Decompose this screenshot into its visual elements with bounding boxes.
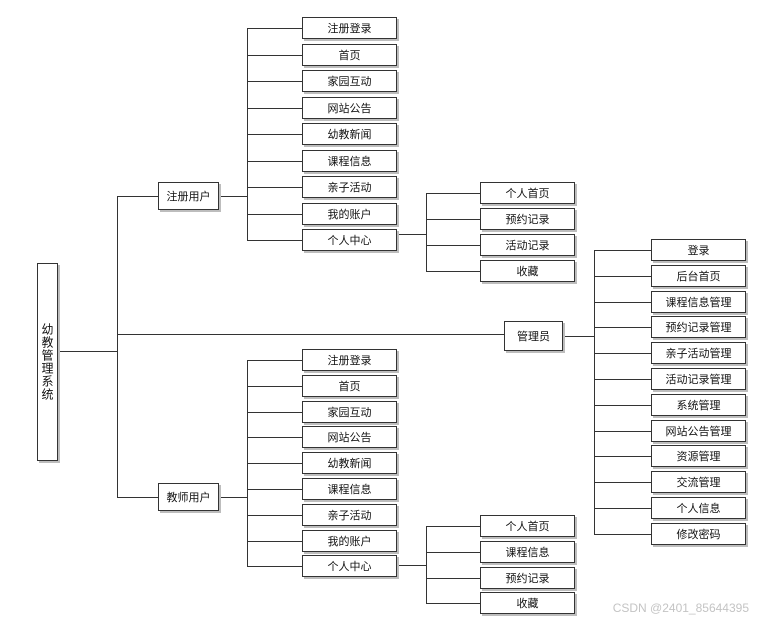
admin-menu-item: 后台首页	[651, 264, 746, 287]
watermark: CSDN @2401_85644395	[612, 601, 749, 615]
registered-center-parent-connector	[397, 234, 426, 235]
teacher-center-item: 预约记录	[480, 566, 575, 589]
admin-menu-item: 活动记录管理	[651, 368, 746, 390]
root-trunk	[117, 196, 118, 497]
registered-menu-item-connector	[247, 54, 302, 56]
admin-menu-item: 登录	[651, 239, 746, 261]
admin-menu-item-connector	[594, 404, 651, 406]
teacher-user-node: 教师用户	[158, 483, 219, 511]
root-connector	[58, 351, 117, 352]
trunk-to-admin	[117, 334, 504, 335]
registered-center-item-connector	[426, 271, 480, 272]
teacher-menu-item: 个人中心	[302, 555, 397, 578]
registered-menu-item-connector	[247, 28, 302, 29]
teacher-menu-item-connector	[247, 360, 302, 361]
teacher-center-item: 课程信息	[480, 540, 575, 563]
teacher-menu-item-connector	[247, 566, 302, 568]
teacher-center-item-connector	[426, 577, 480, 579]
admin-menu-item-connector	[594, 430, 651, 432]
root-node: 幼教管理系统	[37, 263, 58, 461]
teacher-menu-item: 家园互动	[302, 400, 397, 423]
admin-menu-item: 亲子活动管理	[651, 342, 746, 365]
registered-menu-item: 家园互动	[302, 70, 397, 92]
registered-center-item: 收藏	[480, 260, 575, 282]
registered-menu-item: 首页	[302, 43, 397, 66]
admin-menu-item-connector	[594, 482, 651, 484]
admin-menu-item-connector	[594, 379, 651, 380]
registered-center-item: 预约记录	[480, 208, 575, 230]
registered-menu-item-connector	[247, 187, 302, 188]
admin-menu-item: 资源管理	[651, 445, 746, 468]
teacher-menu-item-connector	[247, 463, 302, 465]
admin-menu-spine	[594, 250, 595, 535]
teacher-menu-item: 我的账户	[302, 529, 397, 552]
teacher-menu-item-connector	[247, 489, 302, 490]
teacher-center-spine	[426, 526, 427, 605]
admin-menu-item: 预约记录管理	[651, 316, 746, 339]
admin-menu-item-connector	[594, 275, 651, 277]
admin-menu-item: 网站公告管理	[651, 419, 746, 442]
teacher-menu-item-connector	[247, 411, 302, 413]
teacher-center-item: 收藏	[480, 592, 575, 615]
admin-menu-item: 系统管理	[651, 393, 746, 416]
admin-menu-parent-connector	[563, 336, 594, 337]
teacher-menu-item: 课程信息	[302, 478, 397, 500]
admin-menu-item-connector	[594, 250, 651, 251]
registered-menu-item-connector	[247, 81, 302, 82]
registered-center-item-connector	[426, 219, 480, 220]
teacher-center-item-connector	[426, 603, 480, 605]
teacher-menu-parent-connector	[219, 497, 247, 498]
admin-menu-item: 课程信息管理	[651, 290, 746, 313]
registered-menu-item: 个人中心	[302, 229, 397, 251]
admin-menu-item: 个人信息	[651, 497, 746, 519]
teacher-menu-item-connector	[247, 540, 302, 542]
registered-menu-item: 亲子活动	[302, 176, 397, 198]
registered-center-item-connector	[426, 193, 480, 194]
teacher-center-item: 个人首页	[480, 515, 575, 537]
teacher-menu-item-connector	[247, 437, 302, 439]
registered-menu-item-connector	[247, 160, 302, 162]
admin-menu-item: 交流管理	[651, 471, 746, 494]
admin-node: 管理员	[504, 321, 563, 351]
registered-menu-item-connector	[247, 107, 302, 109]
admin-menu-item-connector	[594, 353, 651, 355]
teacher-menu-item: 网站公告	[302, 426, 397, 449]
registered-menu-item: 课程信息	[302, 149, 397, 172]
teacher-menu-item-connector	[247, 514, 302, 516]
teacher-center-item-connector	[426, 526, 480, 527]
admin-menu-item: 修改密码	[651, 522, 746, 545]
teacher-menu-item: 亲子活动	[302, 503, 397, 526]
registered-menu-item: 我的账户	[302, 202, 397, 225]
trunk-to-registered	[117, 196, 158, 197]
registered-menu-item-connector	[247, 134, 302, 135]
trunk-to-teacher	[117, 497, 158, 498]
registered-menu-item: 注册登录	[302, 17, 397, 39]
registered-menu-parent-connector	[219, 196, 247, 197]
admin-menu-item-connector	[594, 456, 651, 458]
registered-center-item: 个人首页	[480, 182, 575, 204]
registered-menu-item: 网站公告	[302, 96, 397, 119]
registered-menu-item-connector	[247, 240, 302, 241]
registered-center-spine	[426, 193, 427, 272]
registered-user-node: 注册用户	[158, 182, 219, 210]
registered-center-item-connector	[426, 245, 480, 246]
admin-menu-item-connector	[594, 508, 651, 509]
teacher-menu-item: 幼教新闻	[302, 452, 397, 475]
teacher-center-item-connector	[426, 551, 480, 553]
teacher-menu-item: 首页	[302, 374, 397, 397]
registered-menu-item-connector	[247, 213, 302, 215]
teacher-center-parent-connector	[397, 565, 426, 566]
registered-menu-item: 幼教新闻	[302, 123, 397, 145]
teacher-menu-item-connector	[247, 385, 302, 387]
teacher-menu-item: 注册登录	[302, 349, 397, 371]
admin-menu-item-connector	[594, 301, 651, 303]
registered-center-item: 活动记录	[480, 234, 575, 256]
admin-menu-item-connector	[594, 327, 651, 329]
admin-menu-item-connector	[594, 533, 651, 535]
